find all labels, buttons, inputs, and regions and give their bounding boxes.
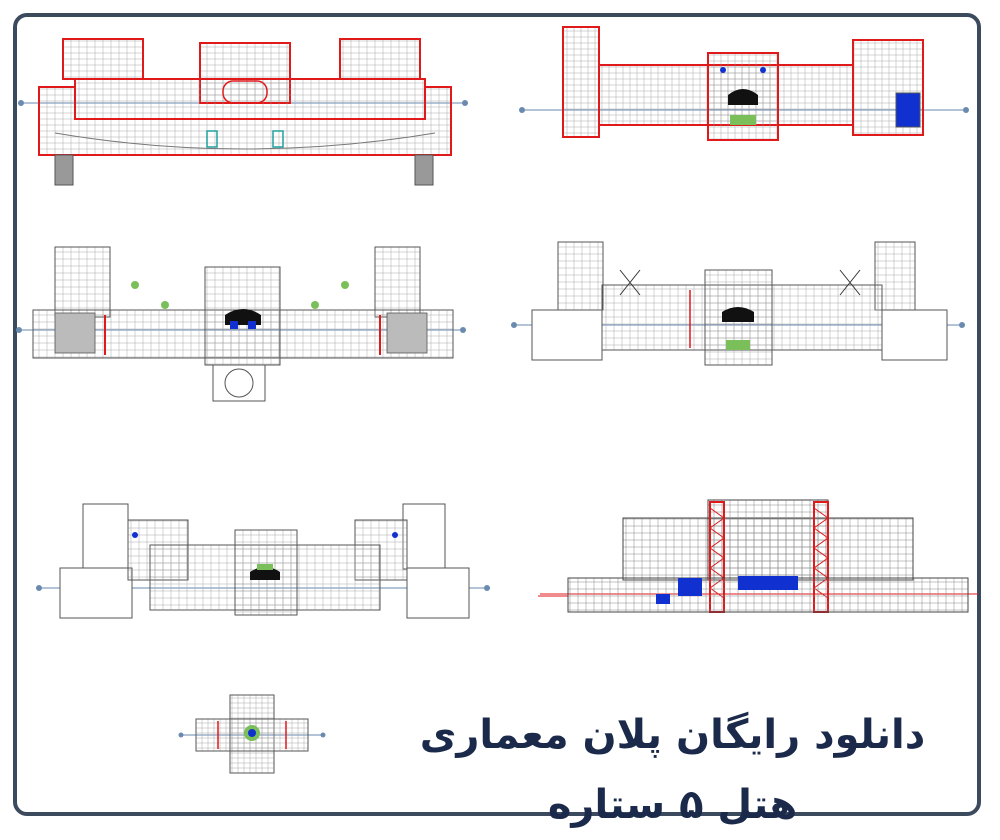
page-title: دانلود رایگان پلان معماری هتل ۵ ستاره (419, 712, 926, 828)
page-frame (13, 13, 981, 816)
plan-middle-left (16, 246, 466, 402)
plan-middle-right (511, 241, 965, 366)
elevation-lower-right (538, 499, 978, 613)
plan-lower-left (36, 503, 490, 619)
plan-roof-small (178, 694, 326, 774)
plan-top-left (18, 38, 468, 186)
plan-top-right (519, 26, 969, 141)
